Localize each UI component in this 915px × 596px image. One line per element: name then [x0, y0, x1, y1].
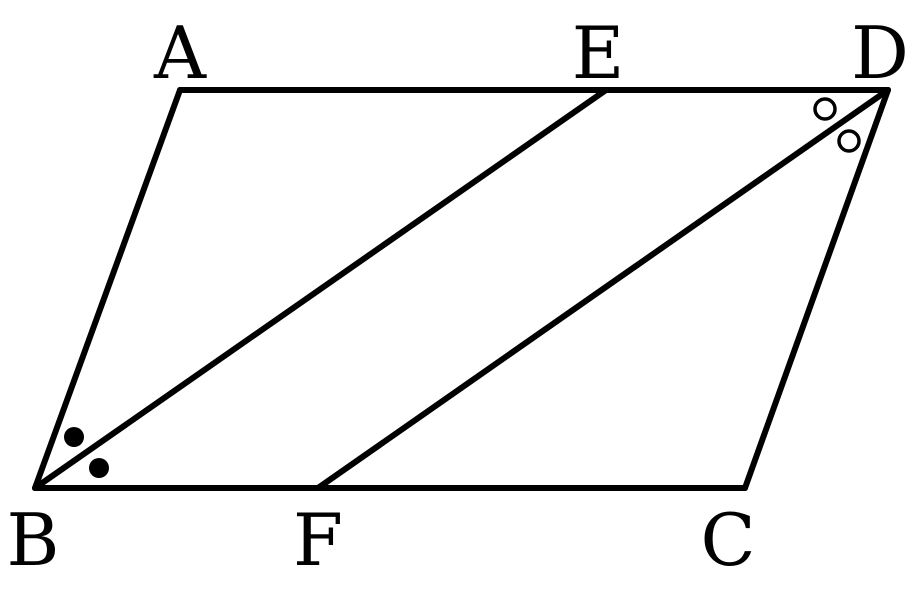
label-d: D [851, 11, 909, 95]
label-f: F [293, 498, 343, 582]
label-e: E [572, 11, 625, 95]
label-c: C [700, 498, 755, 582]
side-dc [742, 87, 891, 491]
angle-mark-d-2 [837, 129, 861, 153]
label-b: B [7, 498, 60, 582]
segment-be [32, 87, 609, 491]
angle-mark-d-1 [813, 97, 837, 121]
segment-df [315, 87, 891, 491]
angle-mark-b-2 [89, 458, 109, 478]
angle-mark-b-1 [64, 427, 84, 447]
label-a: A [153, 11, 207, 95]
side-ba [32, 87, 183, 491]
